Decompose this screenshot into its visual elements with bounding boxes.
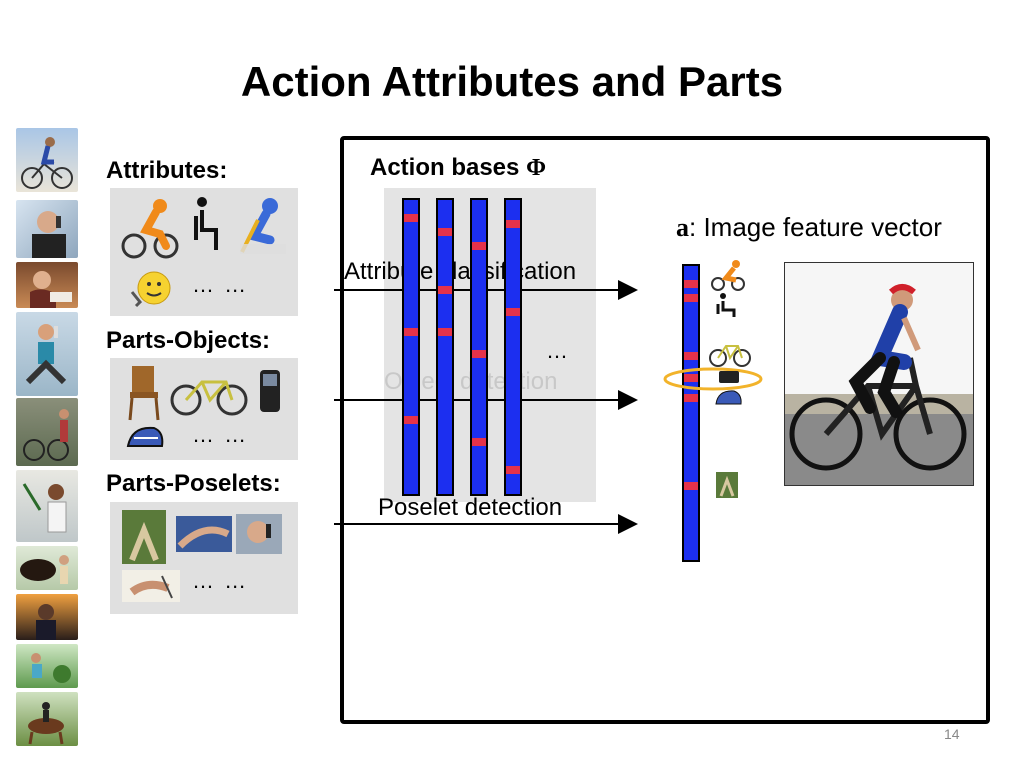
diagram-frame: [340, 136, 990, 724]
drinking-woman-photo-icon: [16, 312, 78, 396]
feature-vector-text: : Image feature vector: [689, 212, 942, 242]
teacher-photo-icon: [16, 470, 78, 542]
feature-vector-label: a: Image feature vector: [676, 212, 942, 243]
objects-ellipsis: … …: [192, 422, 249, 447]
sitting-person-icon: [194, 197, 218, 250]
objects-panel: … …: [110, 358, 298, 460]
phone-man-photo-icon: [16, 200, 78, 258]
writing-person-icon: [240, 198, 286, 254]
cyclist-photo: [784, 262, 974, 486]
attribute-classification-label: Attribute classification: [344, 258, 577, 285]
feature-vector-bar: [682, 264, 700, 562]
bases-ellipsis: …: [546, 338, 568, 363]
cyclist-photo-icon: [16, 128, 78, 192]
reading-woman-photo-icon: [16, 262, 78, 308]
poselets-label: Parts-Poselets:: [106, 470, 281, 497]
attributes-label: Attributes:: [106, 157, 228, 184]
gardening-photo-icon: [16, 644, 78, 688]
attributes-ellipsis: … …: [192, 272, 249, 297]
phone-icon: [719, 371, 739, 383]
poselets-ellipsis: … …: [192, 568, 249, 593]
bike-repair-photo-icon: [16, 398, 78, 466]
objects-label: Parts-Objects:: [106, 327, 271, 354]
basis-bar-2: [436, 198, 454, 496]
phi-symbol: Φ: [526, 155, 546, 181]
talking-face-icon: [130, 271, 171, 308]
action-bases-text: Action bases: [370, 154, 520, 181]
process-arrows: [334, 280, 638, 534]
helmet-icon: [715, 390, 742, 405]
horse-grooming-photo-icon: [16, 546, 78, 590]
leg-poselet-icon: [122, 510, 166, 564]
feature-vector-symbol: a: [676, 213, 689, 242]
hand-writing-poselet-icon: [122, 570, 180, 602]
basis-bar-4: [504, 198, 522, 496]
horse-riding-photo-icon: [16, 692, 78, 746]
highlight-ellipse: [663, 367, 763, 391]
attributes-panel: … …: [110, 188, 298, 316]
bicycle-icon: [170, 380, 248, 416]
helmet-icon: [126, 426, 164, 447]
arm-poselet-icon: [176, 516, 232, 552]
action-bases-label: Action bases Φ: [370, 154, 546, 182]
basis-bar-1: [402, 198, 420, 496]
sitting-person-icon: [716, 293, 736, 317]
sunset-person-photo-icon: [16, 594, 78, 640]
cyclist-icon: [711, 260, 745, 291]
slide-title: Action Attributes and Parts: [240, 58, 784, 105]
bicycle-icon: [709, 345, 751, 367]
cyclist-icon: [121, 199, 179, 259]
leg-poselet-icon: [716, 472, 738, 498]
chair-icon: [128, 366, 160, 421]
phone-icon: [260, 370, 280, 412]
basis-bar-3: [470, 198, 488, 496]
phone-face-poselet-icon: [236, 514, 282, 554]
poselets-panel: … …: [110, 502, 298, 614]
slide-number: 14: [944, 726, 960, 742]
poselet-detection-label: Poselet detection: [378, 494, 563, 521]
